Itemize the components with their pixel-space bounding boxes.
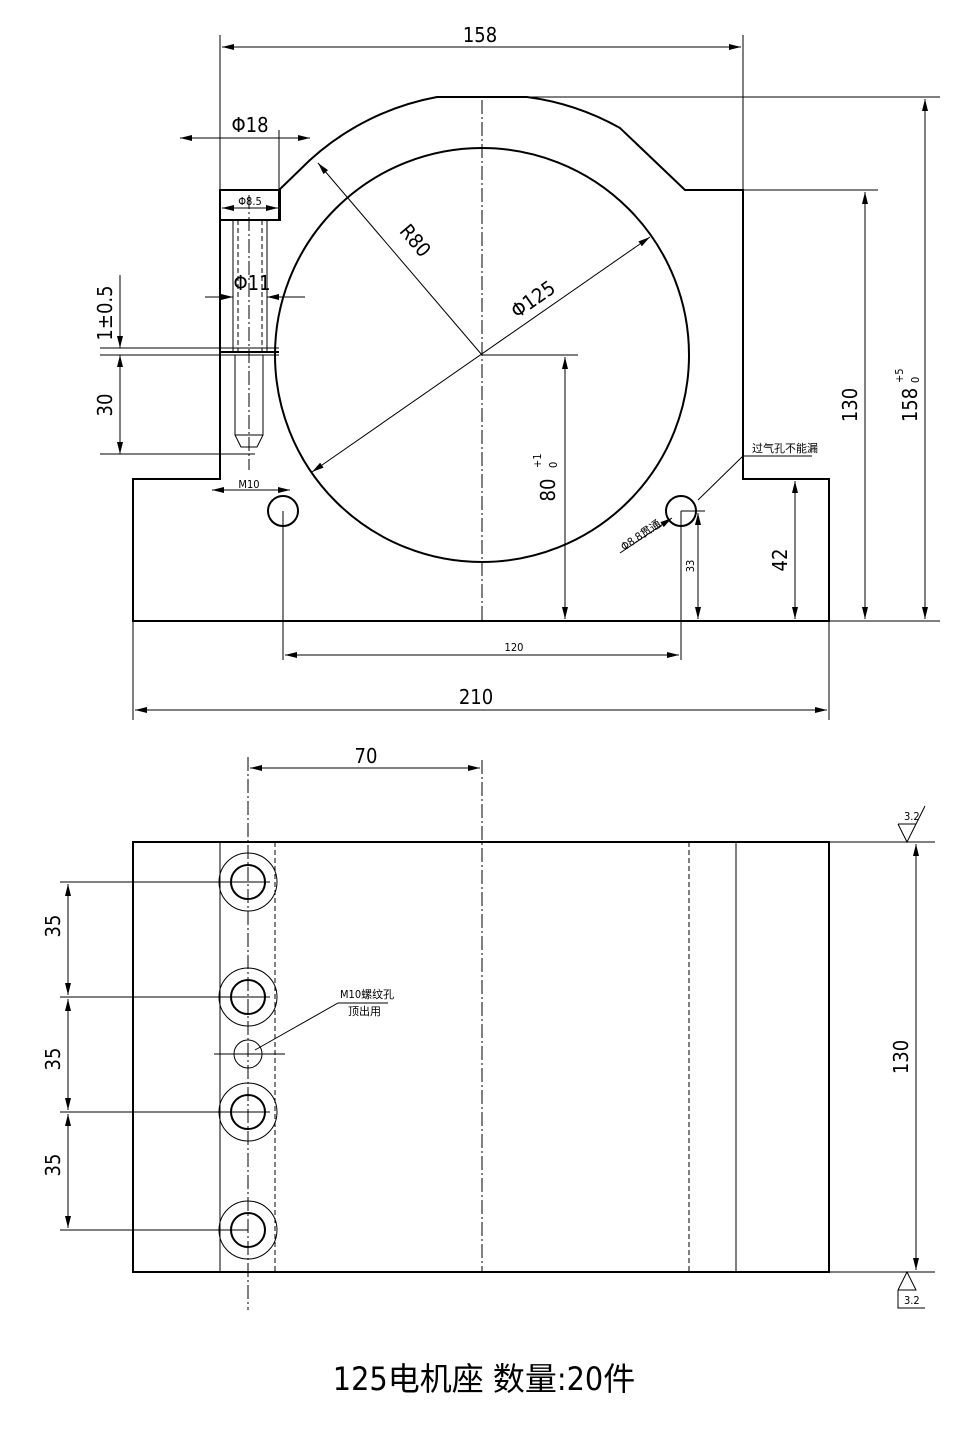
dim-hole-pitch-1: 35 [41, 915, 65, 938]
dim-center-height: 80 +1 0 [531, 453, 560, 501]
air-hole-dia: Φ8.8贯通 [618, 517, 663, 553]
dim-width-top: 158 [463, 23, 497, 47]
jack-hole [214, 1039, 285, 1069]
dim-hole-pitch-2: 35 [41, 1048, 65, 1071]
svg-text:158: 158 [898, 388, 922, 422]
bottom-view: 70 35 35 35 130 3.2 3.2 M10螺纹孔 顶出用 [41, 744, 935, 1310]
bottom-outline [132, 841, 830, 1273]
dim-bolt-hole-dia: Φ8.5 [238, 195, 262, 208]
bolt-head [219, 189, 281, 221]
svg-text:80: 80 [536, 479, 560, 502]
dim-total-height: 158 +5 0 [893, 368, 922, 422]
dim-air-hole-height: 33 [684, 560, 697, 573]
front-view: 158 Φ18 Φ8.5 Φ11 1±0.5 30 M10 R80 Φ125 8… [93, 23, 940, 720]
dim-depth: 130 [889, 1040, 913, 1074]
dim-hole-pitch-3: 35 [41, 1154, 65, 1177]
front-outline [132, 96, 830, 622]
dim-thread: M10 [238, 478, 259, 491]
svg-text:+1: +1 [531, 453, 544, 468]
jack-hole-note-1: M10螺纹孔 [340, 987, 394, 1001]
dim-counterbore-dia: Φ11 [233, 271, 270, 295]
svg-text:0: 0 [909, 377, 922, 383]
dim-total-width: 210 [459, 685, 493, 709]
air-hole-note: 过气孔不能漏 [752, 441, 818, 455]
roughness-symbol-bottom: 3.2 [897, 1270, 925, 1309]
svg-text:0: 0 [547, 462, 560, 468]
svg-text:3.2: 3.2 [904, 810, 920, 823]
dim-hole-offset: 70 [355, 744, 378, 768]
dim-thread-depth: 30 [93, 394, 117, 417]
svg-text:3.2: 3.2 [904, 1294, 920, 1307]
dim-bore-dia: Φ125 [506, 276, 559, 323]
dim-shoulder-height: 130 [838, 388, 862, 422]
svg-text:+5: +5 [893, 368, 906, 383]
jack-hole-note-2: 顶出用 [348, 1004, 381, 1018]
drawing-title: 125电机座 数量:20件 [333, 1360, 635, 1398]
dim-bolt-head-dia: Φ18 [231, 113, 268, 137]
dim-outer-radius: R80 [395, 219, 436, 262]
dim-base-height: 42 [768, 549, 792, 572]
dim-air-hole-spacing: 120 [505, 641, 524, 654]
dim-slot-gap: 1±0.5 [93, 285, 117, 340]
roughness-symbol-top: 3.2 [897, 805, 926, 844]
